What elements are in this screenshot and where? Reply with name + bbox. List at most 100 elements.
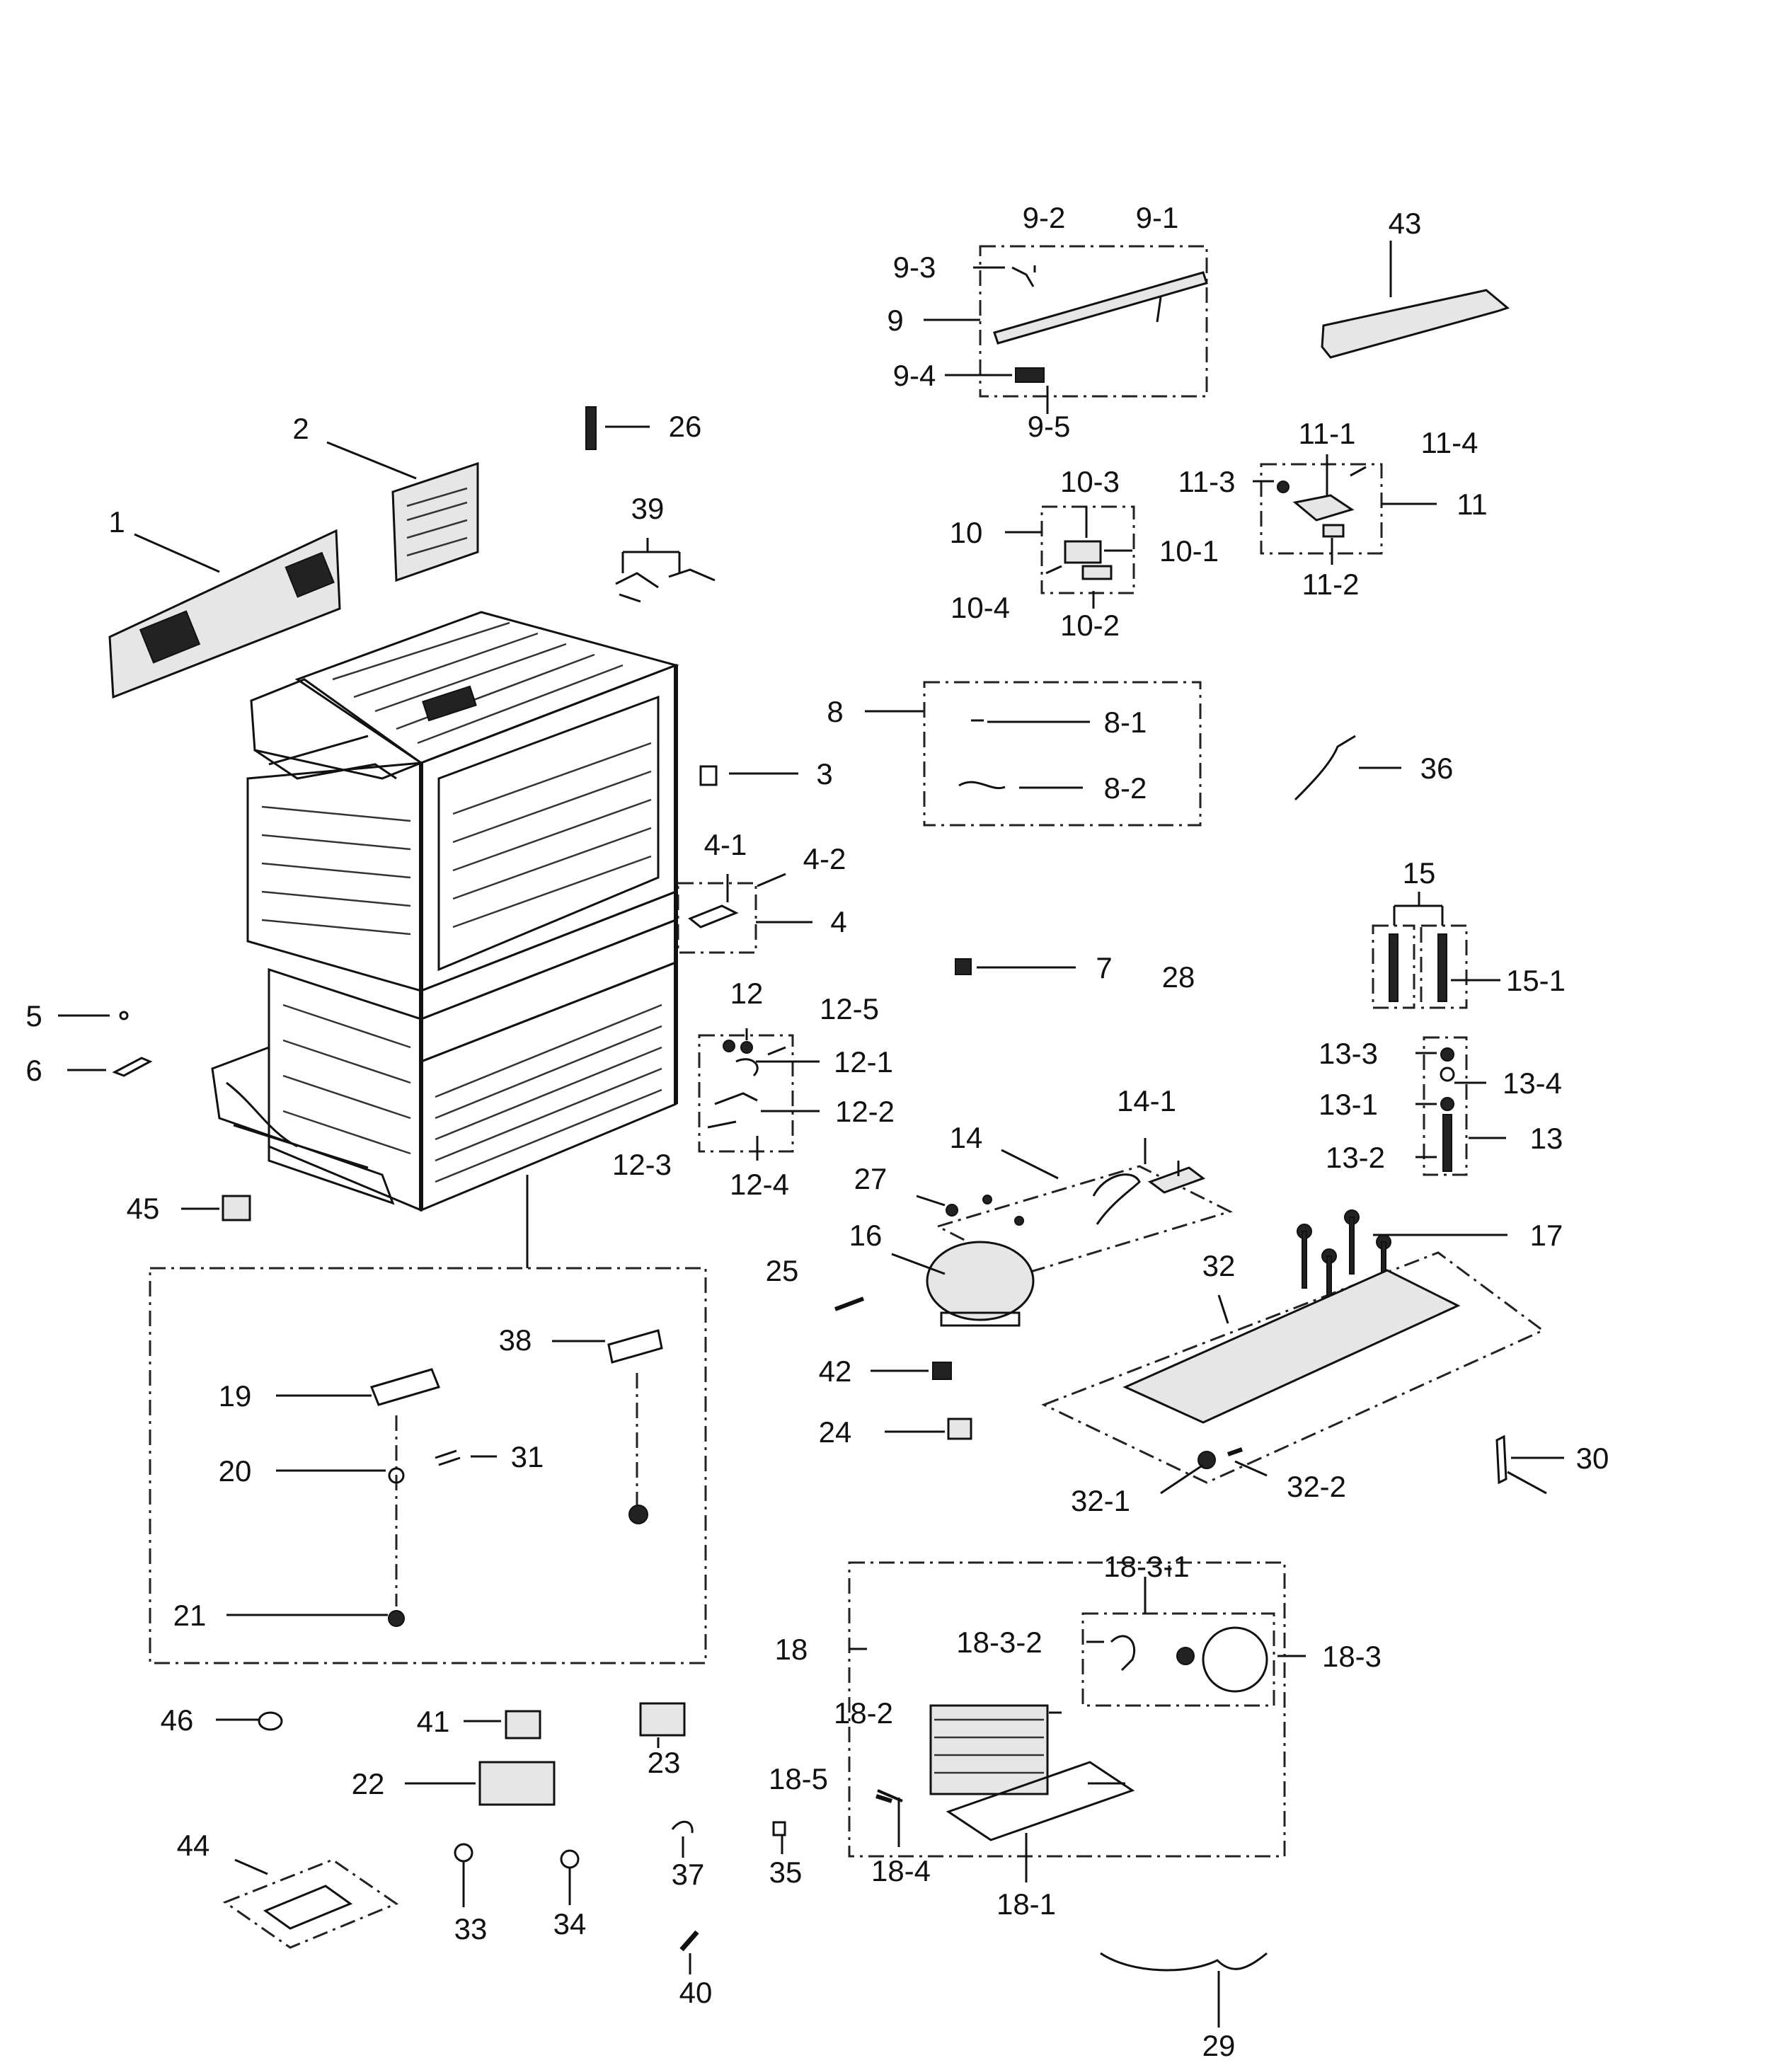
part-2-panel [391,461,479,582]
part-35 [772,1821,786,1836]
callout-34: 34 [553,1907,587,1940]
group-box-18-3 [1081,1612,1275,1707]
callout-9-2: 9-2 [1023,201,1066,234]
callout-38: 38 [499,1323,532,1357]
part-39 [615,568,716,603]
callout-40: 40 [679,1976,713,2009]
part-18-3-fan [1202,1626,1268,1693]
callout-12-4: 12-4 [730,1168,789,1201]
callout-12-5: 12-5 [820,992,879,1025]
part-22 [478,1761,556,1806]
callout-13-2: 13-2 [1326,1141,1385,1174]
callout-46: 46 [161,1703,194,1737]
callout-14-1: 14-1 [1117,1084,1176,1117]
group-box-32 [1041,1251,1545,1484]
callout-9-4: 9-4 [893,359,936,392]
callout-13: 13 [1530,1122,1563,1155]
callout-8-2: 8-2 [1104,771,1147,805]
callout-39: 39 [631,492,665,525]
callout-21: 21 [173,1599,207,1632]
part-3 [699,765,718,786]
callout-18-1: 18-1 [996,1887,1056,1921]
part-15-rod-a [1389,933,1398,1002]
part-8-2 [958,781,1006,789]
part-40 [679,1930,699,1952]
part-18-5 [875,1794,892,1803]
part-21 [388,1610,405,1627]
callout-29: 29 [1202,2029,1236,2062]
callout-13-3: 13-3 [1319,1037,1378,1070]
part-28 [1147,1166,1206,1194]
part-10-2 [1081,565,1113,580]
callout-6: 6 [25,1054,42,1087]
callout-13-4: 13-4 [1503,1066,1562,1100]
part-20 [388,1467,405,1484]
callout-31: 31 [511,1440,544,1473]
callout-30: 30 [1576,1442,1609,1475]
part-5 [119,1011,129,1020]
part-6 [112,1057,153,1077]
group-box-15b [1420,924,1468,1009]
group-box-13 [1423,1036,1468,1176]
part-26 [585,406,597,450]
callout-18-5: 18-5 [769,1762,828,1795]
callout-15: 15 [1403,856,1436,890]
callout-27: 27 [854,1162,888,1195]
callout-8: 8 [827,695,843,728]
part-23 [639,1702,686,1737]
part-41 [505,1710,541,1740]
callout-3: 3 [816,757,832,790]
part-45 [222,1195,251,1221]
callout-10-2: 10-2 [1060,609,1120,642]
part-1-rear-cover [108,529,341,699]
callout-9-3: 9-3 [893,251,936,284]
callout-12-3: 12-3 [612,1148,672,1181]
callout-11-1: 11-1 [1299,417,1356,450]
callout-18-3-2: 18-3-2 [956,1626,1042,1659]
callout-11: 11 [1457,488,1488,521]
callout-44: 44 [177,1829,210,1862]
callout-7: 7 [1096,951,1112,984]
part-38 [607,1329,663,1364]
callout-11-2: 11-2 [1302,568,1360,601]
part-11-3 [1277,481,1290,493]
part-36-cord [1294,735,1356,801]
callout-12-2: 12-2 [835,1095,895,1128]
callout-11-4: 11-4 [1421,426,1478,459]
part-18-3-2 [1110,1635,1136,1672]
callout-23: 23 [648,1746,681,1779]
part-12-1 [735,1058,759,1077]
part-31 [435,1449,461,1466]
group-box-18 [848,1561,1286,1858]
part-9-4 [1015,367,1045,383]
callout-20: 20 [219,1454,252,1488]
refrigerator-cabinet [211,611,679,1212]
part-11-2 [1322,524,1345,538]
part-18-1-tray [946,1761,1135,1841]
part-27 [946,1204,958,1217]
part-11-1 [1292,494,1355,522]
part-9-3 [1011,266,1035,287]
part-4 [688,904,739,928]
callout-5: 5 [25,999,42,1033]
part-16-compressor [926,1241,1035,1321]
callout-17: 17 [1530,1219,1563,1252]
callout-16: 16 [849,1219,883,1252]
callout-9-1: 9-1 [1136,201,1179,234]
callout-10: 10 [950,516,983,549]
callout-2: 2 [292,412,309,445]
callout-12-1: 12-1 [834,1045,893,1079]
part-9-bracket [993,271,1208,345]
callout-25: 25 [766,1254,799,1287]
callout-1: 1 [108,505,125,539]
group-box-stand [149,1267,707,1664]
part-19 [369,1368,441,1406]
callout-36: 36 [1420,752,1454,785]
callout-32-1: 32-1 [1071,1484,1130,1517]
callout-8-1: 8-1 [1104,706,1147,739]
callout-43: 43 [1389,207,1422,240]
callout-45: 45 [127,1192,160,1225]
callout-10-3: 10-3 [1060,465,1120,498]
part-30 [1495,1434,1547,1495]
